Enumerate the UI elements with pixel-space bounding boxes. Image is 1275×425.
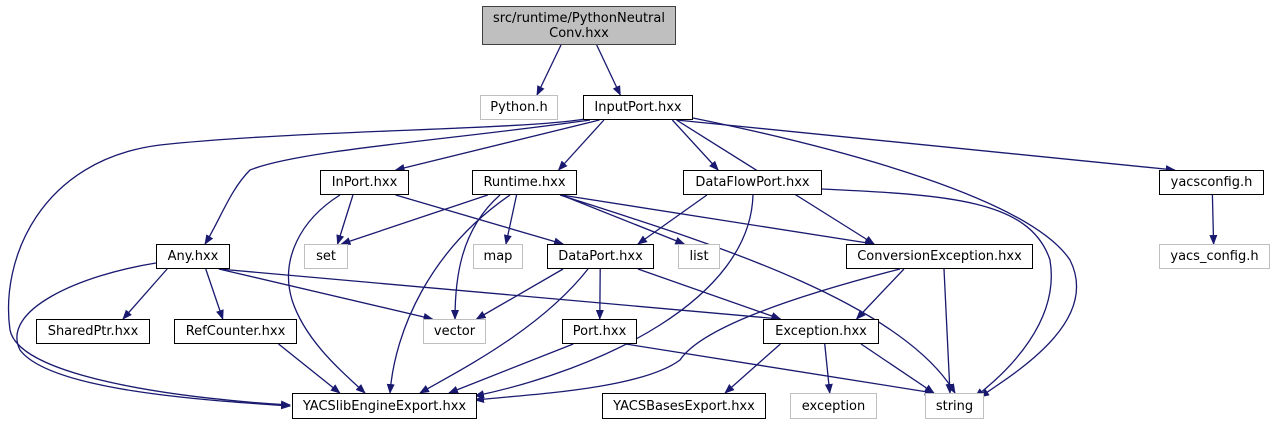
node-label: RefCounter.hxx <box>185 324 286 339</box>
node-set: set <box>304 244 348 269</box>
node-label: Exception.hxx <box>775 324 867 339</box>
node-label: Port.hxx <box>572 324 627 339</box>
edge-any-to-vector <box>218 268 434 321</box>
node-label: string <box>935 398 974 414</box>
node-map: map <box>473 244 523 269</box>
node-label: map <box>483 249 513 264</box>
edge-conversionexception-to-yacslibengineexport <box>474 268 901 403</box>
node-root-label-line-1: src/runtime/PythonNeutral <box>493 10 665 26</box>
edge-inputport-to-inport <box>394 119 600 172</box>
edge-inputport-to-yacsconfig <box>676 119 1176 174</box>
edge-runtime-to-string <box>559 194 956 394</box>
edge-port-to-yacslibengineexport <box>448 343 574 394</box>
node-inputport[interactable]: InputPort.hxx <box>583 95 693 120</box>
edge-dataport-to-yacslibengineexport <box>419 268 589 394</box>
edge-dataport-to-exception_hxx <box>637 268 782 320</box>
node-dataport[interactable]: DataPort.hxx <box>547 244 654 269</box>
edge-runtime-to-set <box>340 194 488 245</box>
node-exception-hxx[interactable]: Exception.hxx <box>763 319 879 344</box>
edge-inputport-to-yacslibengineexport <box>7 118 586 409</box>
edge-root-to-inputport <box>596 44 621 96</box>
edge-runtime-to-yacslibengineexport <box>386 194 511 394</box>
edge-dataflowport-to-string <box>821 188 1052 398</box>
edge-any-to-refcounter <box>205 268 224 320</box>
node-label: list <box>689 249 709 264</box>
edge-conversionexception-to-string <box>943 268 954 394</box>
node-label: YACSBasesExport.hxx <box>613 398 755 414</box>
node-exception: exception <box>790 393 877 419</box>
edge-inport-to-yacslibengineexport <box>287 194 366 394</box>
node-label: ConversionException.hxx <box>857 249 1022 264</box>
node-runtime[interactable]: Runtime.hxx <box>472 170 577 195</box>
edge-runtime-to-vector <box>451 194 501 320</box>
node-label: InPort.hxx <box>331 175 398 190</box>
node-label: yacsconfig.h <box>1170 175 1253 190</box>
node-yacsbasesexport[interactable]: YACSBasesExport.hxx <box>602 393 766 419</box>
edge-inputport-to-any <box>204 119 591 245</box>
node-label: DataPort.hxx <box>558 249 643 264</box>
node-label: exception <box>801 398 866 414</box>
node-label: SharedPtr.hxx <box>47 324 139 339</box>
edge-any-to-yacslibengineexport <box>16 262 291 410</box>
edge-refcounter-to-yacslibengineexport <box>278 343 341 394</box>
node-port[interactable]: Port.hxx <box>562 319 637 344</box>
node-label: Python.h <box>490 100 548 115</box>
node-label: DataFlowPort.hxx <box>695 175 810 190</box>
edge-inputport-to-dataflowport <box>671 119 719 171</box>
edge-any-to-exception_hxx <box>218 268 782 323</box>
node-root[interactable]: src/runtime/PythonNeutral Conv.hxx <box>482 6 676 45</box>
edge-inputport-to-runtime <box>557 119 605 171</box>
node-label: InputPort.hxx <box>594 100 682 115</box>
edge-any-to-sharedptr <box>122 268 168 320</box>
edge-inputport-to-string <box>692 117 1078 398</box>
edge-runtime-to-list <box>561 194 686 245</box>
edge-runtime-to-conversionexception <box>561 194 876 247</box>
node-list: list <box>678 244 720 269</box>
edge-exception_hxx-to-exception <box>824 343 833 394</box>
node-label: YACSlibEngineExport.hxx <box>302 398 467 414</box>
node-inport[interactable]: InPort.hxx <box>320 170 409 195</box>
node-label: set <box>316 249 336 264</box>
edge-inport-to-set <box>336 194 354 245</box>
edge-exception_hxx-to-string <box>860 343 935 394</box>
edge-exception_hxx-to-yacsbasesexport <box>724 343 781 394</box>
edge-yacsconfig-to-yacs_config <box>1209 194 1218 245</box>
node-python-h: Python.h <box>480 95 558 120</box>
node-label: yacs_config.h <box>1170 249 1259 264</box>
node-label: Runtime.hxx <box>483 175 566 190</box>
edge-runtime-to-map <box>503 194 518 245</box>
node-dataflowport[interactable]: DataFlowPort.hxx <box>683 170 822 195</box>
edge-conversionexception-to-exception_hxx <box>855 268 905 320</box>
node-sharedptr[interactable]: SharedPtr.hxx <box>36 319 150 344</box>
edge-dataport-to-vector <box>475 268 564 320</box>
node-refcounter[interactable]: RefCounter.hxx <box>174 319 297 344</box>
node-yacsconfig[interactable]: yacsconfig.h <box>1159 170 1264 195</box>
edge-dataflowport-to-dataport <box>637 194 708 245</box>
node-conversionexception[interactable]: ConversionException.hxx <box>846 244 1033 269</box>
node-string: string <box>925 393 984 419</box>
node-root-label-line-2: Conv.hxx <box>549 25 609 41</box>
edge-root-to-python_h <box>536 44 562 96</box>
node-label: Any.hxx <box>167 249 219 264</box>
node-any[interactable]: Any.hxx <box>156 244 230 269</box>
edge-dataflowport-to-yacslibengineexport <box>474 194 754 399</box>
node-vector: vector <box>423 319 486 344</box>
edge-port-to-string <box>625 343 935 396</box>
node-yacs-config: yacs_config.h <box>1159 244 1270 269</box>
node-label: vector <box>433 324 476 339</box>
node-yacslibengineexport[interactable]: YACSlibEngineExport.hxx <box>292 393 477 419</box>
